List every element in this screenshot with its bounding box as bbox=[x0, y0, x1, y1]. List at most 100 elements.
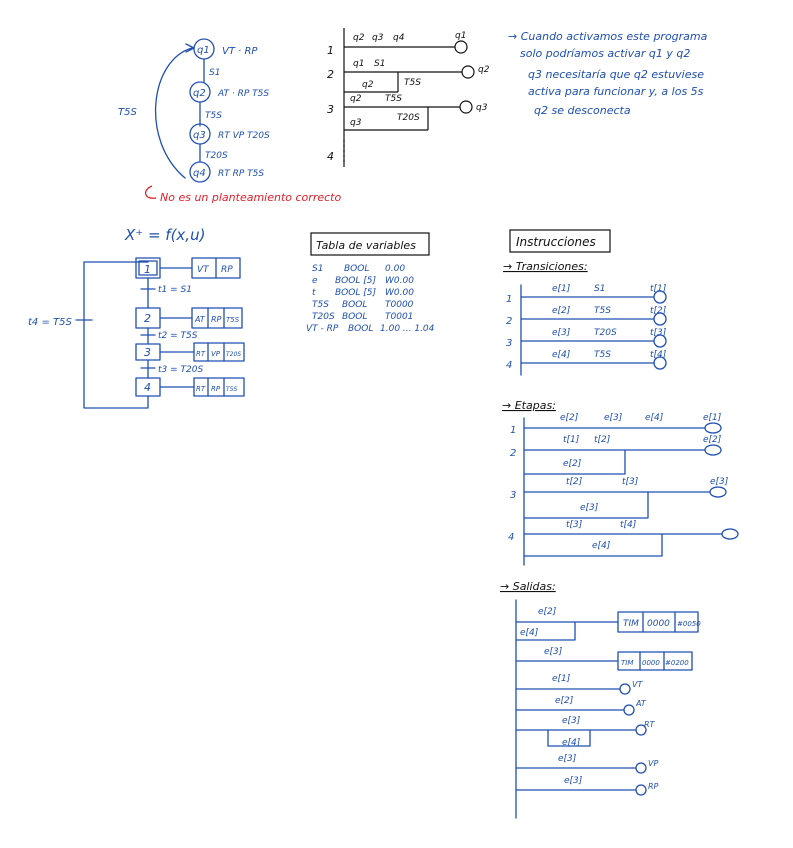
var-addr-5: T0001 bbox=[385, 312, 413, 322]
transicion-coil bbox=[653, 312, 667, 326]
step-2-number: 2 bbox=[144, 312, 151, 325]
var-type-4: BOOL bbox=[342, 300, 367, 310]
timer1-const: #0050 bbox=[677, 620, 701, 628]
var-name-3: t bbox=[312, 288, 316, 298]
var-type-5: BOOL bbox=[342, 312, 367, 322]
ladder-rung-2: 2 bbox=[327, 68, 334, 81]
coil-q1-label: q1 bbox=[455, 31, 466, 41]
transicion-coil bbox=[653, 334, 667, 348]
transition-t5s: T5S bbox=[205, 111, 222, 121]
step-q2-action: AT · RP T5S bbox=[217, 89, 269, 99]
contact-r1-c: q4 bbox=[393, 33, 405, 43]
step-3-actions bbox=[193, 342, 245, 362]
transicion-coil-label: t[4] bbox=[650, 350, 667, 360]
step-1-number: 1 bbox=[144, 263, 151, 276]
step-q4-id: q4 bbox=[193, 168, 206, 179]
warning-arrow bbox=[145, 185, 157, 199]
note-line-4: activa para funcionar y, a los 5s bbox=[528, 85, 704, 98]
transicion-rung-number: 4 bbox=[506, 360, 512, 371]
timer2-const: #0200 bbox=[665, 659, 689, 667]
note-line-1: → Cuando activamos este programa bbox=[508, 30, 708, 43]
transicion-rung-number: 2 bbox=[506, 316, 512, 327]
step-4-number: 4 bbox=[144, 381, 151, 394]
step-2-action-2: RP bbox=[211, 315, 222, 324]
var-type-6: BOOL bbox=[348, 324, 373, 334]
etapa-r2-c1: t[1] bbox=[563, 435, 580, 445]
var-name-4: T5S bbox=[312, 300, 329, 310]
out-at-contact: e[2] bbox=[555, 696, 574, 706]
coil-q3-label: q3 bbox=[476, 103, 488, 113]
var-type-2: BOOL [5] bbox=[335, 276, 376, 286]
step-4-actions bbox=[193, 377, 245, 397]
timer2-box bbox=[617, 651, 693, 671]
variables-table: Tabla de variables S1 BOOL 0.00 e BOOL [… bbox=[306, 232, 435, 334]
transicion-coil bbox=[653, 356, 667, 370]
transicion-contact-a: e[2] bbox=[552, 306, 571, 316]
step-3-action-1: RT bbox=[196, 350, 206, 358]
coil-q2 bbox=[461, 65, 475, 79]
var-addr-2: W0.00 bbox=[385, 276, 414, 286]
explanation-note: → Cuando activamos este programa solo po… bbox=[508, 30, 708, 117]
transition-t1: t1 = S1 bbox=[158, 285, 192, 295]
out-vp-coil: VP bbox=[648, 759, 658, 768]
transicion-contact-a: e[4] bbox=[552, 350, 571, 360]
etapa-rung-4: 4 bbox=[508, 532, 514, 543]
out-rp-contact: e[3] bbox=[564, 776, 583, 786]
step-q3-action: RT VP T20S bbox=[218, 131, 270, 141]
out-rt-contact-1: e[3] bbox=[562, 716, 581, 726]
contact-r1-b: q3 bbox=[372, 33, 384, 43]
out-rp-coil: RP bbox=[648, 782, 659, 791]
step-2-actions bbox=[191, 307, 243, 329]
step-q1-action: VT · RP bbox=[222, 46, 258, 57]
etapa-rung-3: 3 bbox=[510, 490, 516, 501]
etapa-r3-hold: e[3] bbox=[580, 503, 599, 513]
coil-q2-label: q2 bbox=[478, 65, 490, 75]
grafcet-sketch: T5S q1 VT · RP S1 q2 AT · RP T5S T5S q3 … bbox=[118, 38, 270, 183]
etapa-r3-c1: t[2] bbox=[566, 477, 583, 487]
transicion-coil-label: t[2] bbox=[650, 306, 667, 316]
etapa-r3-coil: e[3] bbox=[710, 477, 729, 487]
contact-r1-a: q2 bbox=[353, 33, 365, 43]
step-1-action-1: VT bbox=[197, 265, 210, 275]
transicion-coil-label: t[3] bbox=[650, 328, 667, 338]
step-2-action-1: AT bbox=[194, 315, 206, 324]
timer2-contact-a: e[3] bbox=[544, 647, 563, 657]
step-4-action-3: T5S bbox=[226, 386, 237, 393]
etapa-r4-c1: t[3] bbox=[566, 520, 583, 530]
step-3-number: 3 bbox=[144, 346, 151, 359]
step-q1-id: q1 bbox=[197, 45, 210, 56]
step-q4-circle bbox=[189, 161, 211, 183]
contact-r2-b: S1 bbox=[374, 59, 385, 69]
out-at-coil: AT bbox=[635, 699, 647, 708]
step-3-action-2: VP bbox=[211, 350, 221, 358]
timer1-contact-a: e[2] bbox=[538, 607, 557, 617]
etapa-r1-c3: e[4] bbox=[645, 413, 664, 423]
instrucciones-box bbox=[509, 229, 611, 253]
var-addr-6: 1.00 ... 1.04 bbox=[380, 324, 435, 334]
transition-t2: t2 = T5S bbox=[158, 331, 198, 341]
etapa-r2-c2: t[2] bbox=[594, 435, 611, 445]
transicion-contact-b: T20S bbox=[594, 328, 617, 338]
loop-transition: t4 = T5S bbox=[28, 317, 72, 328]
grafcet-main: t4 = T5S 1 VT RP t1 = S1 2 AT RP T5S t2 … bbox=[28, 257, 245, 409]
etapa-r1-c2: e[3] bbox=[604, 413, 623, 423]
etapa-r2-hold: e[2] bbox=[563, 459, 582, 469]
contact-r2-d: T5S bbox=[404, 78, 421, 88]
var-addr-3: W0.00 bbox=[385, 288, 414, 298]
var-addr-4: T0000 bbox=[385, 300, 414, 310]
coil-q3 bbox=[459, 100, 473, 114]
transicion-coil bbox=[653, 290, 667, 304]
out-rt-coil: RT bbox=[644, 720, 656, 729]
transition-t3: t3 = T20S bbox=[158, 365, 203, 375]
etapa-r1-c1: e[2] bbox=[560, 413, 579, 423]
etapa-r2-coil: e[2] bbox=[703, 435, 722, 445]
transition-s1: S1 bbox=[209, 68, 220, 78]
warning-text: No es un planteamiento correcto bbox=[160, 191, 341, 204]
note-line-2: solo podríamos activar q1 y q2 bbox=[520, 47, 690, 60]
out-vp-contact: e[3] bbox=[558, 754, 577, 764]
contact-r3-b: T5S bbox=[385, 94, 402, 104]
var-addr-1: 0.00 bbox=[385, 264, 405, 274]
contact-r3-d: T20S bbox=[397, 113, 420, 123]
